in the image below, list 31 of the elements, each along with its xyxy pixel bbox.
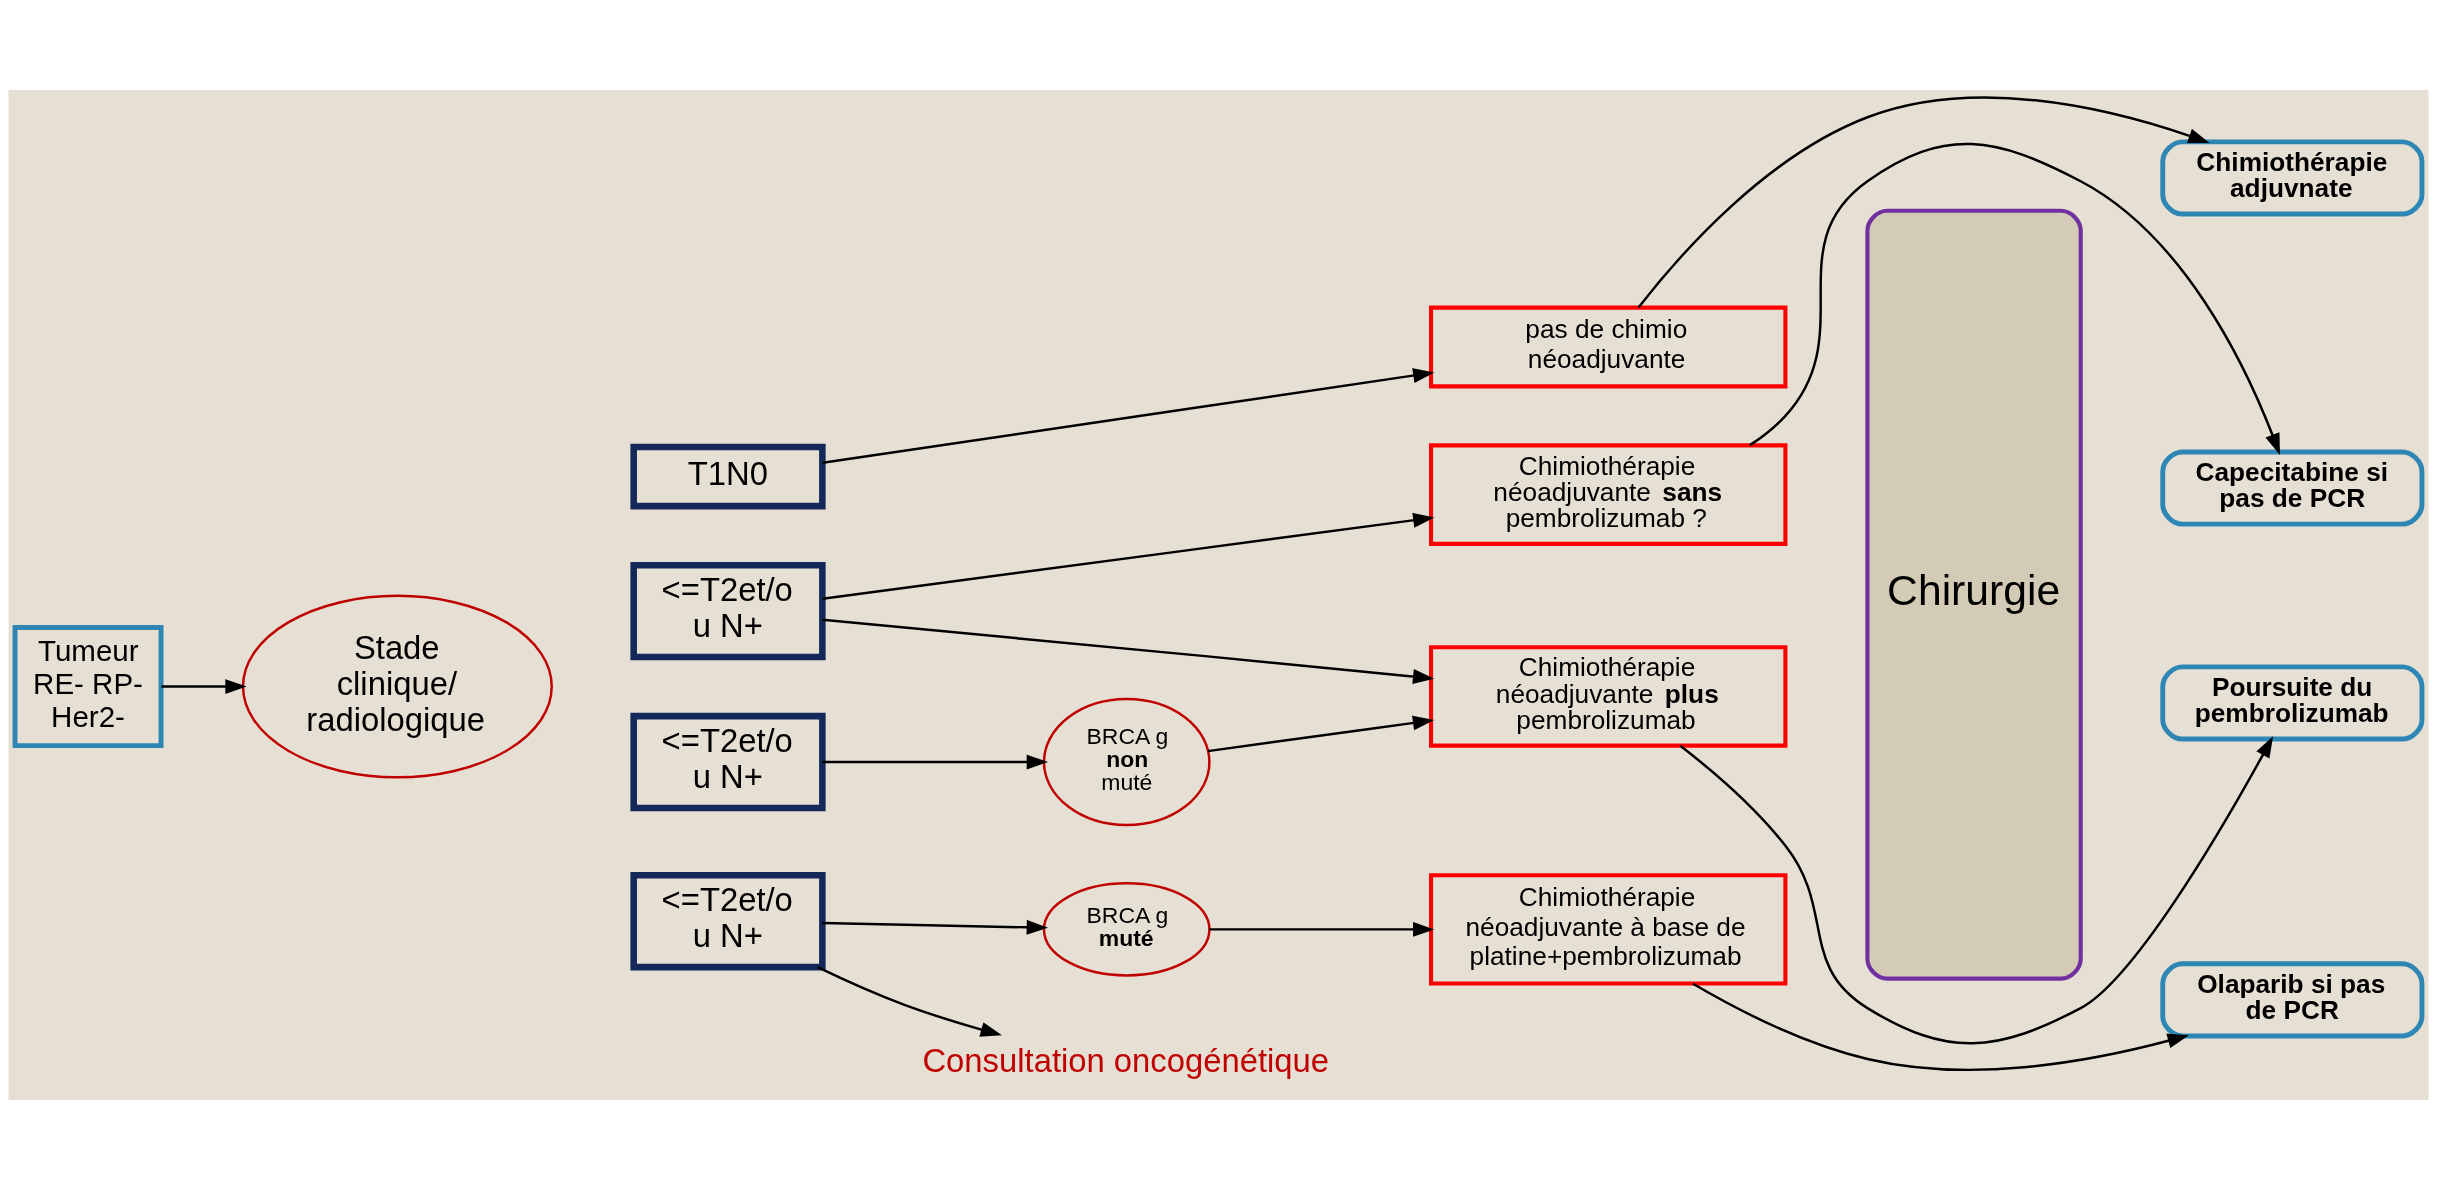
node-box: Poursuite du pembrolizumab <box>2160 663 2425 741</box>
node-box: Tumeur RE- RP- Her2- <box>12 624 164 748</box>
arrow <box>161 678 247 694</box>
arrow <box>822 919 1049 935</box>
node-ellipse: BRCA g muté <box>1042 881 1211 977</box>
arrow <box>1637 95 2210 308</box>
node-box: Chimiothérapie néoadjuvante plus pembrolizumab <box>1429 644 1788 748</box>
node-box: Chimiothérapie adjuvnate <box>2160 138 2425 216</box>
arrow <box>1207 715 1435 752</box>
node-box: <=T2et/o u N+ <box>630 871 826 970</box>
node-box: <=T2et/o u N+ <box>630 561 826 660</box>
arrow <box>1749 142 2280 455</box>
node-ellipse: BRCA g non muté <box>1042 697 1211 826</box>
node-box: Chirurgie <box>1865 208 2083 981</box>
node-box: <=T2et/o u N+ <box>630 712 826 811</box>
node-box: Chimiothérapie néoadjuvante à base de platine+pembrolizumab <box>1429 872 1788 986</box>
arrow <box>1692 982 2189 1071</box>
arrow <box>822 367 1435 464</box>
arrow <box>817 965 1002 1037</box>
node-box: Olaparib si pas de PCR <box>2160 960 2425 1038</box>
node-box: T1N0 <box>630 443 826 509</box>
arrow <box>822 618 1435 684</box>
arrow <box>1679 735 2274 1044</box>
node-box: Capecitabine si pas de PCR <box>2160 449 2425 527</box>
node-text: Consultation oncogénétique <box>922 1041 1330 1079</box>
node-box: pas de chimio néoadjuvante <box>1429 305 1788 388</box>
arrow <box>822 754 1049 769</box>
arrow <box>1209 921 1435 937</box>
node-box: Chimiothérapie néoadjuvante sans pembrolizumab ? <box>1429 442 1788 546</box>
node-ellipse: Stade clinique/ radiologique <box>241 594 553 779</box>
arrow <box>822 512 1435 600</box>
